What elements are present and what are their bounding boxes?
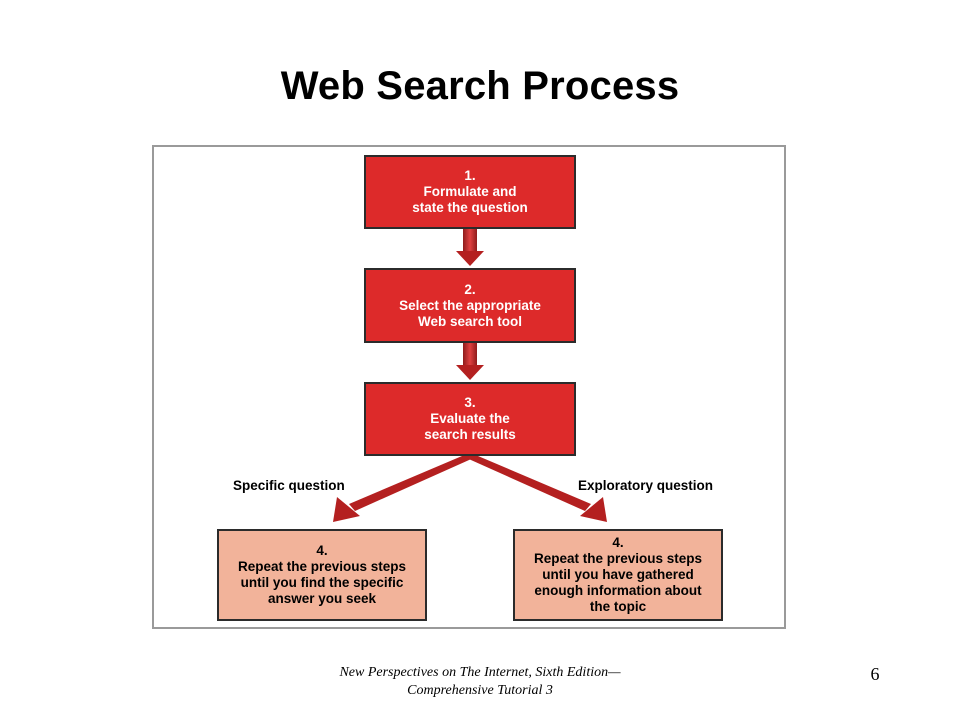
specific-question-label: Specific question xyxy=(233,478,345,493)
step-3-number: 3. xyxy=(464,395,476,410)
step-3-box: 3. Evaluate the search results xyxy=(364,382,576,456)
step-1-box: 1. Formulate and state the question xyxy=(364,155,576,229)
step-4-specific-line-1: Repeat the previous steps xyxy=(237,559,407,574)
step-4-specific-box: 4. Repeat the previous steps until you f… xyxy=(217,529,427,621)
step-4-exploratory-line-4: the topic xyxy=(589,599,647,614)
footer-line-2: Comprehensive Tutorial 3 xyxy=(407,683,553,698)
step-1-number: 1. xyxy=(464,168,476,183)
step-2-line-1: Select the appropriate xyxy=(399,297,541,313)
step-4-specific-number: 4. xyxy=(316,543,328,558)
step-4-exploratory-line-2: until you have gathered xyxy=(542,567,694,582)
footer-citation: New Perspectives on The Internet, Sixth … xyxy=(300,664,660,700)
step-4-exploratory-number: 4. xyxy=(612,535,624,550)
arrow-step3-to-exploratory xyxy=(462,456,607,522)
step-1-line-1: Formulate and xyxy=(423,184,517,199)
slide-title: Web Search Process xyxy=(280,64,680,108)
arrow-step1-to-step2 xyxy=(456,229,484,266)
page-number: 6 xyxy=(870,664,880,684)
step-2-number: 2. xyxy=(464,281,476,297)
step-4-specific-line-2: until you find the specific xyxy=(240,575,404,590)
step-1-line-2: state the question xyxy=(412,200,528,215)
step-4-exploratory-box: 4. Repeat the previous steps until you h… xyxy=(513,529,723,621)
exploratory-question-label: Exploratory question xyxy=(578,478,714,493)
step-3-line-2: search results xyxy=(424,427,516,442)
step-2-box: 2. Select the appropriate Web search too… xyxy=(364,268,576,343)
step-4-exploratory-line-1: Repeat the previous steps xyxy=(533,551,703,566)
footer-line-1: New Perspectives on The Internet, Sixth … xyxy=(339,665,621,680)
step-2-line-2: Web search tool xyxy=(417,313,523,329)
step-4-specific-line-3: answer you seek xyxy=(267,591,377,606)
arrow-step2-to-step3 xyxy=(456,343,484,380)
arrow-step3-to-specific xyxy=(333,456,478,522)
step-3-line-1: Evaluate the xyxy=(430,411,510,426)
step-4-exploratory-line-3: enough information about xyxy=(534,583,702,598)
